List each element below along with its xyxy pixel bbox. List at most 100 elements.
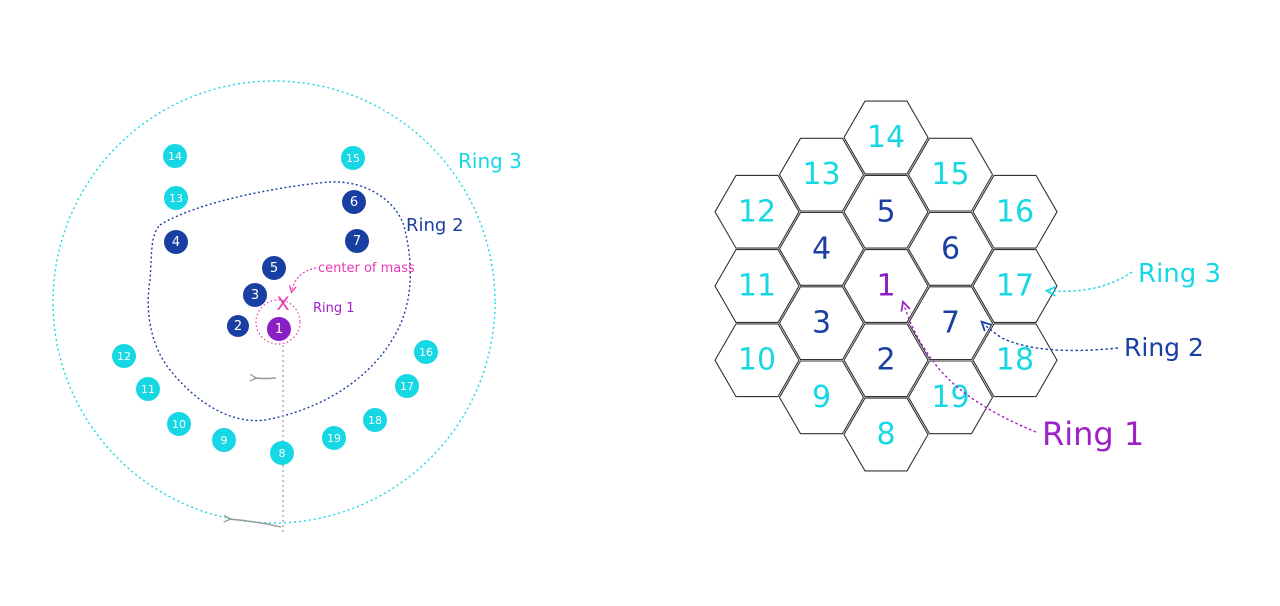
ring1-label-left: Ring 1 (313, 301, 355, 316)
hex-cell-4: 4 (778, 211, 865, 286)
dot-label: 2 (234, 319, 242, 334)
dot-label: 14 (168, 150, 182, 163)
hex-label: 4 (812, 231, 831, 266)
dot-19: 19 (322, 426, 346, 450)
ring2-label-right: Ring 2 (1124, 333, 1204, 362)
dot-circle (262, 256, 286, 280)
ring1-label-right: Ring 1 (1042, 415, 1144, 453)
dot-circle (164, 230, 188, 254)
hex-label: 7 (941, 306, 960, 341)
hex-label: 3 (812, 306, 831, 341)
hex-shape (972, 174, 1058, 249)
hex-label: 15 (931, 157, 969, 192)
hex-label: 13 (802, 157, 840, 192)
ring3-label-left: Ring 3 (458, 149, 522, 173)
hex-label: 14 (867, 120, 905, 155)
dot-10: 10 (167, 412, 191, 436)
hex-cell-9: 9 (778, 360, 865, 435)
dot-circle (212, 428, 236, 452)
dot-5: 5 (262, 256, 286, 280)
center-of-mass-arrow (292, 267, 317, 290)
hex-cell-14: 14 (843, 100, 929, 175)
dot-11: 11 (136, 377, 160, 401)
hex-label: 19 (931, 380, 969, 415)
hex-shape (972, 323, 1058, 398)
dot-label: 13 (169, 192, 183, 205)
dot-label: 15 (346, 152, 360, 165)
dot-circle (395, 374, 419, 398)
hex-cell-6: 6 (907, 211, 994, 286)
hex-shape (714, 323, 800, 398)
center-of-mass-label: center of mass (318, 261, 415, 276)
hex-shape (907, 286, 994, 361)
hex-shape (778, 137, 865, 212)
rotation-arrow-inner (254, 378, 277, 379)
dot-label: 5 (270, 261, 278, 276)
dot-circle (322, 426, 346, 450)
hex-cell-7: 7 (907, 286, 994, 361)
hex-label: 10 (738, 343, 776, 378)
hex-shape (778, 286, 865, 361)
hex-label: 12 (738, 194, 776, 229)
hex-cell-2: 2 (843, 323, 929, 398)
hex-cell-8: 8 (843, 397, 929, 472)
dot-label: 17 (400, 380, 414, 393)
dot-label: 4 (172, 235, 180, 250)
hex-cell-3: 3 (778, 286, 865, 361)
hex-cell-17: 17 (972, 249, 1058, 323)
dot-7: 7 (345, 229, 369, 253)
dot-circle (267, 317, 291, 341)
hex-label: 5 (876, 194, 895, 229)
hex-cell-10: 10 (714, 323, 800, 398)
dot-6: 6 (342, 190, 366, 214)
hex-label: 9 (812, 380, 831, 415)
dot-16: 16 (414, 340, 438, 364)
hex-label: 17 (996, 269, 1034, 304)
ring2-label-left: Ring 2 (406, 215, 464, 236)
hex-shape (778, 360, 865, 435)
rotation-arrow-outer (228, 519, 282, 528)
dot-label: 19 (327, 432, 341, 445)
hex-label: 18 (996, 343, 1034, 378)
dot-circle (414, 340, 438, 364)
hex-cell-5: 5 (843, 174, 929, 249)
hex-shape (714, 249, 800, 323)
ring2-outline (147, 181, 411, 422)
dot-12: 12 (112, 344, 136, 368)
dot-circle (112, 344, 136, 368)
dot-label: 12 (117, 350, 131, 363)
hex-cell-13: 13 (778, 137, 865, 212)
hex-label: 11 (738, 269, 776, 304)
hex-shape (907, 211, 994, 286)
dot-circle (363, 408, 387, 432)
hex-label: 6 (941, 231, 960, 266)
hex-shape (907, 137, 994, 212)
ring3-label-right: Ring 3 (1138, 259, 1221, 289)
hex-cell-11: 11 (714, 249, 800, 323)
hex-label: 16 (996, 194, 1034, 229)
hex-shape (843, 100, 929, 175)
dot-15: 15 (341, 146, 365, 170)
hex-shape (843, 323, 929, 398)
dot-8: 8 (270, 441, 294, 465)
dot-4: 4 (164, 230, 188, 254)
dot-18: 18 (363, 408, 387, 432)
hex-shape (972, 249, 1058, 323)
hex-cell-12: 12 (714, 174, 800, 249)
ring3-pointer (1050, 271, 1133, 291)
hex-shape (907, 360, 994, 435)
dot-9: 9 (212, 428, 236, 452)
dot-circle (270, 441, 294, 465)
dot-label: 18 (368, 414, 382, 427)
dot-label: 8 (279, 447, 286, 460)
hex-cell-18: 18 (972, 323, 1058, 398)
dot-circle (163, 144, 187, 168)
dot-label: 6 (350, 195, 358, 210)
dot-circle (227, 315, 249, 337)
dot-label: 3 (251, 288, 259, 303)
hex-shape (843, 397, 929, 472)
